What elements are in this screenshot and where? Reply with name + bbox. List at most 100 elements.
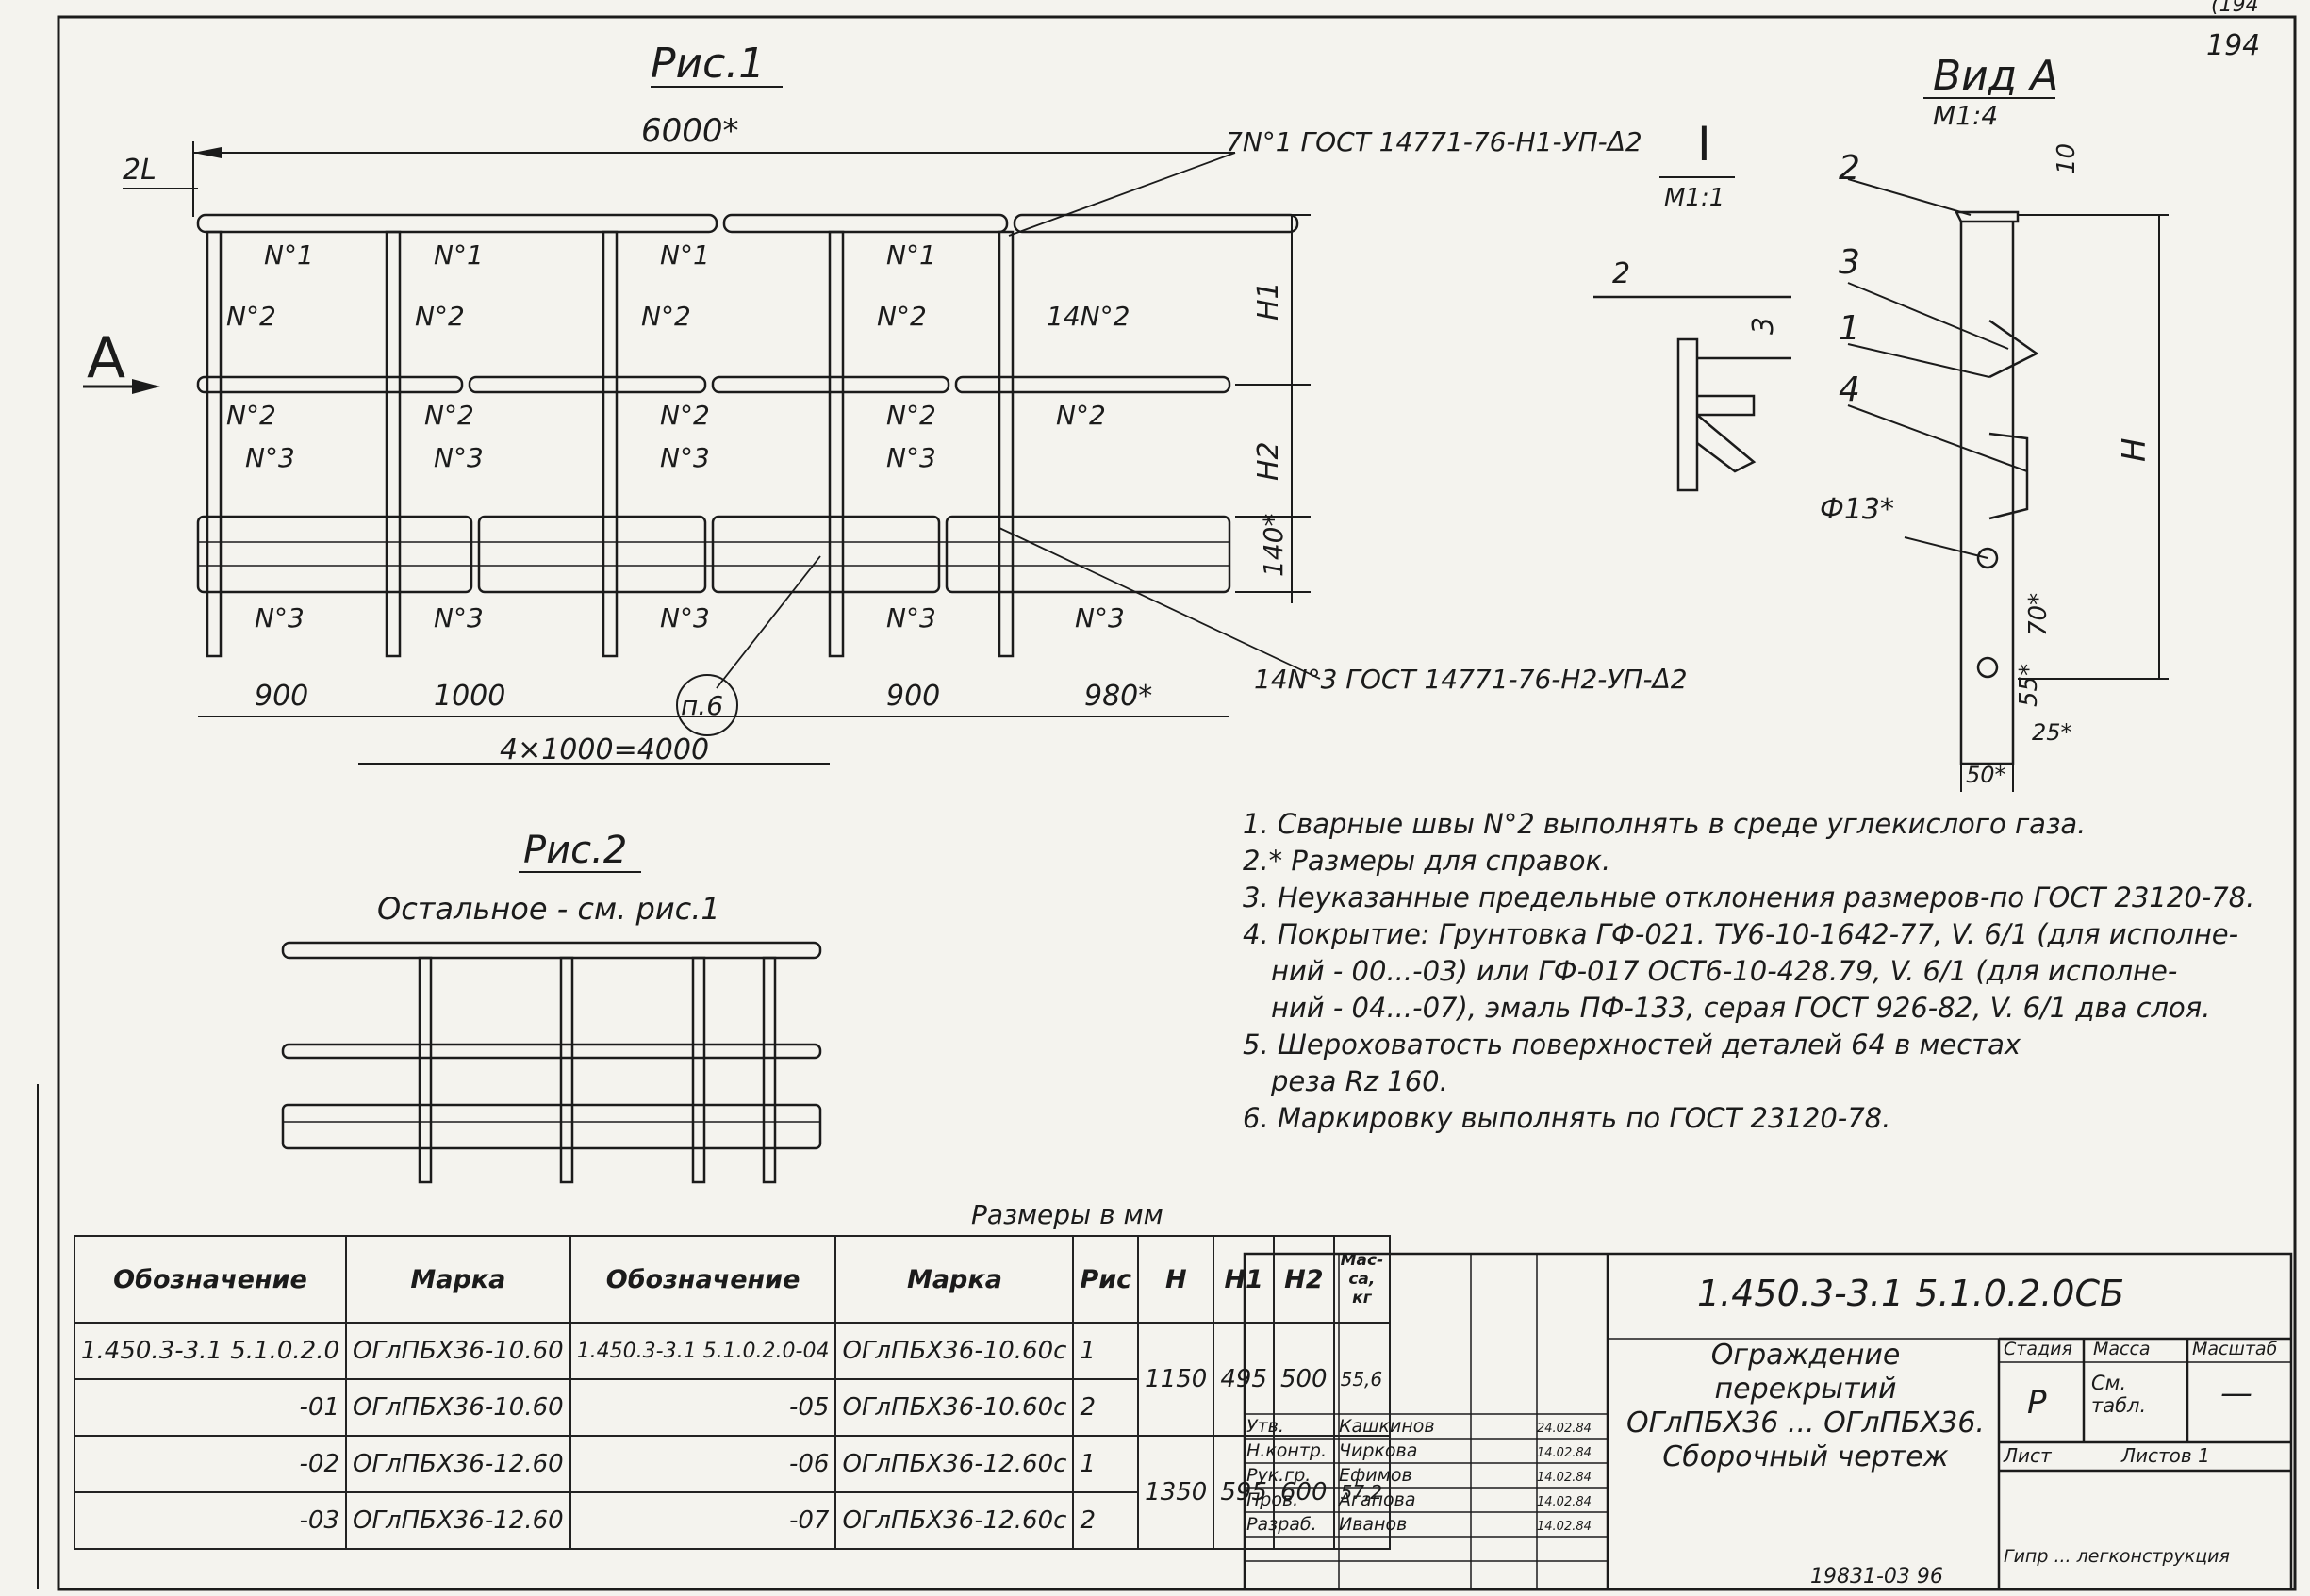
weld-label: N°2 (424, 400, 474, 431)
cell: 1.450.3-3.1 5.1.0.2.0 (73, 1322, 348, 1380)
cell: ОГлПБХ36-10.60 (345, 1378, 571, 1437)
table-row: -03 ОГлПБХ36-12.60 -07 ОГлПБХ36-12.60с 2 (73, 1491, 1390, 1550)
signer-name: Чиркова (1339, 1440, 1418, 1461)
note-5-cont: реза Rz 160. (1271, 1065, 1448, 1097)
note-3: 3. Неуказанные предельные отклонения раз… (1243, 881, 2255, 913)
cell: 1.450.3-3.1 5.1.0.2.0-04 (569, 1322, 837, 1380)
doc-code: 1.450.3-3.1 5.1.0.2.0СБ (1697, 1273, 2125, 1314)
col-h1: H1 (1213, 1235, 1275, 1324)
cell: -02 (73, 1435, 348, 1493)
weld-label-mid: 14N°2 (1047, 301, 1130, 332)
view-a-title: Вид А (1933, 52, 2058, 100)
page-corner-number: 194 (2206, 29, 2260, 62)
view-a-dim-70: 70* (2024, 593, 2053, 636)
weld-label: N°3 (660, 602, 710, 633)
fig2-subtitle: Остальное - см. рис.1 (377, 891, 720, 927)
view-a-dims (1847, 178, 2169, 792)
signer-date: 14.02.84 (1537, 1446, 1592, 1460)
view-a-dim-25: 25* (2032, 719, 2072, 746)
weld-label: N°1 (434, 239, 484, 271)
cell: ОГлПБХ36-12.60 (345, 1491, 571, 1550)
weld-label: N°3 (245, 442, 295, 473)
cell: 1150 (1137, 1322, 1215, 1437)
scale-header: Масштаб (2192, 1339, 2278, 1359)
weld-label: N°3 (886, 442, 936, 473)
doc-name-line: ОГлПБХ36 ... ОГлПБХ36. (1626, 1407, 1985, 1440)
col-h2: H2 (1272, 1235, 1335, 1324)
view-a-dim-50: 50* (1966, 762, 2006, 788)
weld-label: N°2 (660, 400, 710, 431)
technical-notes: 1. Сварные швы N°2 выполнять в среде угл… (1243, 806, 2280, 1137)
dim-140: 140* (1258, 514, 1289, 577)
signer-date: 14.02.84 (1537, 1471, 1592, 1485)
signer-date: 24.02.84 (1537, 1422, 1592, 1436)
weld-top-label: 7N°1 ГОСТ 14771-76-Н1-УП-Δ2 (1226, 126, 1642, 157)
middle-rail (196, 375, 1231, 394)
view-a-dia: Ф13* (1820, 493, 1894, 526)
section-dim-a: 2 (1612, 257, 1630, 290)
bottom-dims (198, 716, 1229, 765)
col-mark: Марка (834, 1235, 1075, 1324)
dim-2l-label: 2L (123, 154, 157, 187)
cell: 1 (1072, 1322, 1140, 1380)
view-a-item-3: 3 (1839, 243, 1860, 282)
fig1-title: Рис.1 (651, 40, 765, 88)
doc-name-line: Сборочный чертеж (1662, 1440, 1949, 1473)
cell: 55,6 (1332, 1322, 1392, 1437)
section-dim-b: 3 (1747, 317, 1780, 335)
view-a-item-2: 2 (1839, 149, 1860, 188)
weld-label: N°1 (886, 239, 936, 271)
view-a-dim-55: 55* (2015, 664, 2043, 707)
table-row: 1.450.3-3.1 5.1.0.2.0 ОГлПБХ36-10.60 1.4… (73, 1322, 1392, 1437)
weld-label: N°2 (415, 301, 465, 332)
weld-label: N°1 (264, 239, 314, 271)
cell: ОГлПБХ36-12.60с (834, 1435, 1075, 1493)
cell: 2 (1072, 1491, 1140, 1550)
dim-6000-label: 6000* (641, 112, 739, 150)
callout-label: п.6 (681, 690, 723, 721)
doc-name-line: перекрытий (1714, 1373, 1897, 1406)
col-fig: Рис (1072, 1235, 1140, 1324)
dim-6000-arrow (193, 147, 222, 158)
cell: -07 (569, 1491, 837, 1550)
organization: Гипр ... легконструкция (2004, 1546, 2230, 1567)
table-header-row: Обозначение Марка Обозначение Марка Рис … (73, 1235, 1392, 1324)
dim-h2: H2 (1252, 441, 1285, 481)
section-scale: M1:1 (1664, 184, 1724, 212)
view-a-dim-h: H (2116, 437, 2153, 462)
weld-label: N°3 (434, 602, 484, 633)
col-h: H (1137, 1235, 1215, 1324)
weld-label: N°3 (434, 442, 484, 473)
stage-value: Р (2027, 1384, 2047, 1422)
cell: -06 (569, 1435, 837, 1493)
section-profile (1593, 295, 1791, 492)
signer-name: Иванов (1339, 1514, 1408, 1535)
callout-circle (676, 674, 738, 736)
cell: ОГлПБХ36-10.60с (834, 1322, 1075, 1380)
signer-date: 14.02.84 (1537, 1520, 1592, 1534)
dim-900-b: 900 (886, 680, 940, 713)
cell: 500 (1272, 1322, 1335, 1437)
col-designation: Обозначение (569, 1235, 837, 1324)
view-a-scale: M1:4 (1933, 100, 1998, 131)
weld-label: N°2 (886, 400, 936, 431)
table-row: -01 ОГлПБХ36-10.60 -05 ОГлПБХ36-10.60с 2 (73, 1378, 1390, 1437)
sheet-header: Лист (2004, 1444, 2052, 1467)
signer-name: Кашкинов (1339, 1416, 1435, 1437)
sheets-header: Листов 1 (2121, 1444, 2210, 1467)
cell: ОГлПБХ36-10.60с (834, 1378, 1075, 1437)
table-row: -02 ОГлПБХ36-12.60 -06 ОГлПБХ36-12.60с 1… (73, 1435, 1392, 1550)
cell: 600 (1272, 1435, 1335, 1550)
cell: 2 (1072, 1378, 1140, 1437)
cell: ОГлПБХ36-10.60 (345, 1322, 571, 1380)
note-2: 2.* Размеры для справок. (1243, 845, 1611, 877)
col-designation: Обозначение (73, 1235, 348, 1324)
note-4-cont: ний - 00...-03) или ГФ-017 ОСТ6-10-428.7… (1271, 955, 2178, 987)
cell: ОГлПБХ36-12.60с (834, 1491, 1075, 1550)
right-dims (1235, 214, 1311, 603)
col-mark: Марка (345, 1235, 571, 1324)
